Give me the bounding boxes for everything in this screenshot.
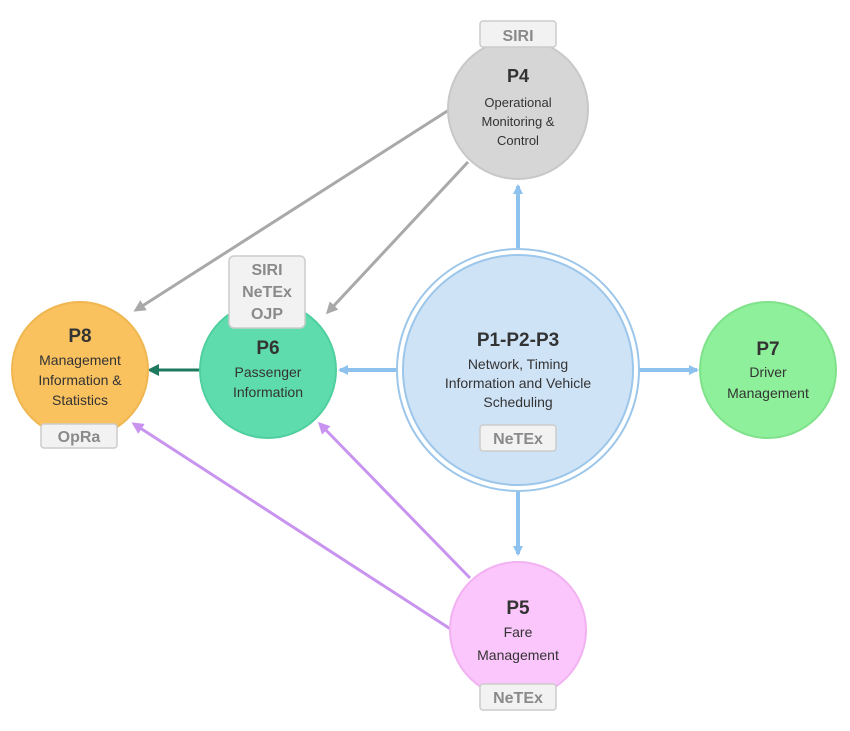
node-p123-line-2: Information and Vehicle [445,375,592,391]
node-p8-line-2: Information & [38,372,122,388]
node-p123-line-3: Scheduling [483,394,552,410]
tag-p123-box [479,424,557,452]
node-p123-line-1: Network, Timing [468,356,568,372]
node-p7-line-2: Management [727,385,809,401]
node-p8-title: P8 [68,326,91,347]
arrow-p5-to-p6 [317,421,472,580]
tag-p6-netex: NeTEx [242,284,292,301]
node-p123-circle [402,254,634,486]
node-p5-line-2: Management [477,647,559,663]
node-p7: P7 Driver Management [699,301,837,439]
tag-p6-siri: SIRI [251,262,282,279]
node-p7-title: P7 [756,339,779,360]
node-p6-line-1: Passenger [235,364,302,380]
node-p4-title: P4 [507,66,529,86]
node-p4-line-1: Operational [484,95,551,110]
node-p4: SIRI P4 Operational Monitoring & Control [447,20,589,180]
arrow-p4-to-p6 [325,160,470,315]
arrow-p4-to-p8 [133,106,453,312]
node-p6-line-2: Information [233,384,303,400]
tag-p5-box [479,683,557,711]
node-p5-line-1: Fare [504,624,533,640]
tag-p123: NeTEx [493,431,543,448]
node-p7-circle [699,301,837,439]
tag-p6-box [228,255,306,329]
node-p5: P5 Fare Management NeTEx [449,561,587,711]
node-p8-circle [11,301,149,439]
tag-p5: NeTEx [493,690,543,707]
node-p7-line-1: Driver [749,364,787,380]
tag-p4: SIRI [502,28,533,45]
arrow-p5-to-p8 [131,422,453,632]
node-p8-line-3: Statistics [52,392,108,408]
tag-p8-box [40,423,118,449]
node-p123: P1-P2-P3 Network, Timing Information and… [396,248,640,492]
node-p4-line-3: Control [497,133,539,148]
node-p6-title: P6 [256,338,279,359]
node-p4-line-2: Monitoring & [482,114,555,129]
tag-p4-box [479,20,557,48]
tag-p6-ojp: OJP [251,306,283,323]
node-p8: P8 Management Information & Statistics O… [11,301,149,449]
node-p123-title: P1-P2-P3 [477,330,559,351]
node-p8-line-1: Management [39,352,121,368]
node-p5-title: P5 [506,598,530,619]
arrows [131,106,699,632]
node-p6: SIRI NeTEx OJP P6 Passenger Information [199,255,337,439]
tag-p8: OpRa [58,429,101,446]
